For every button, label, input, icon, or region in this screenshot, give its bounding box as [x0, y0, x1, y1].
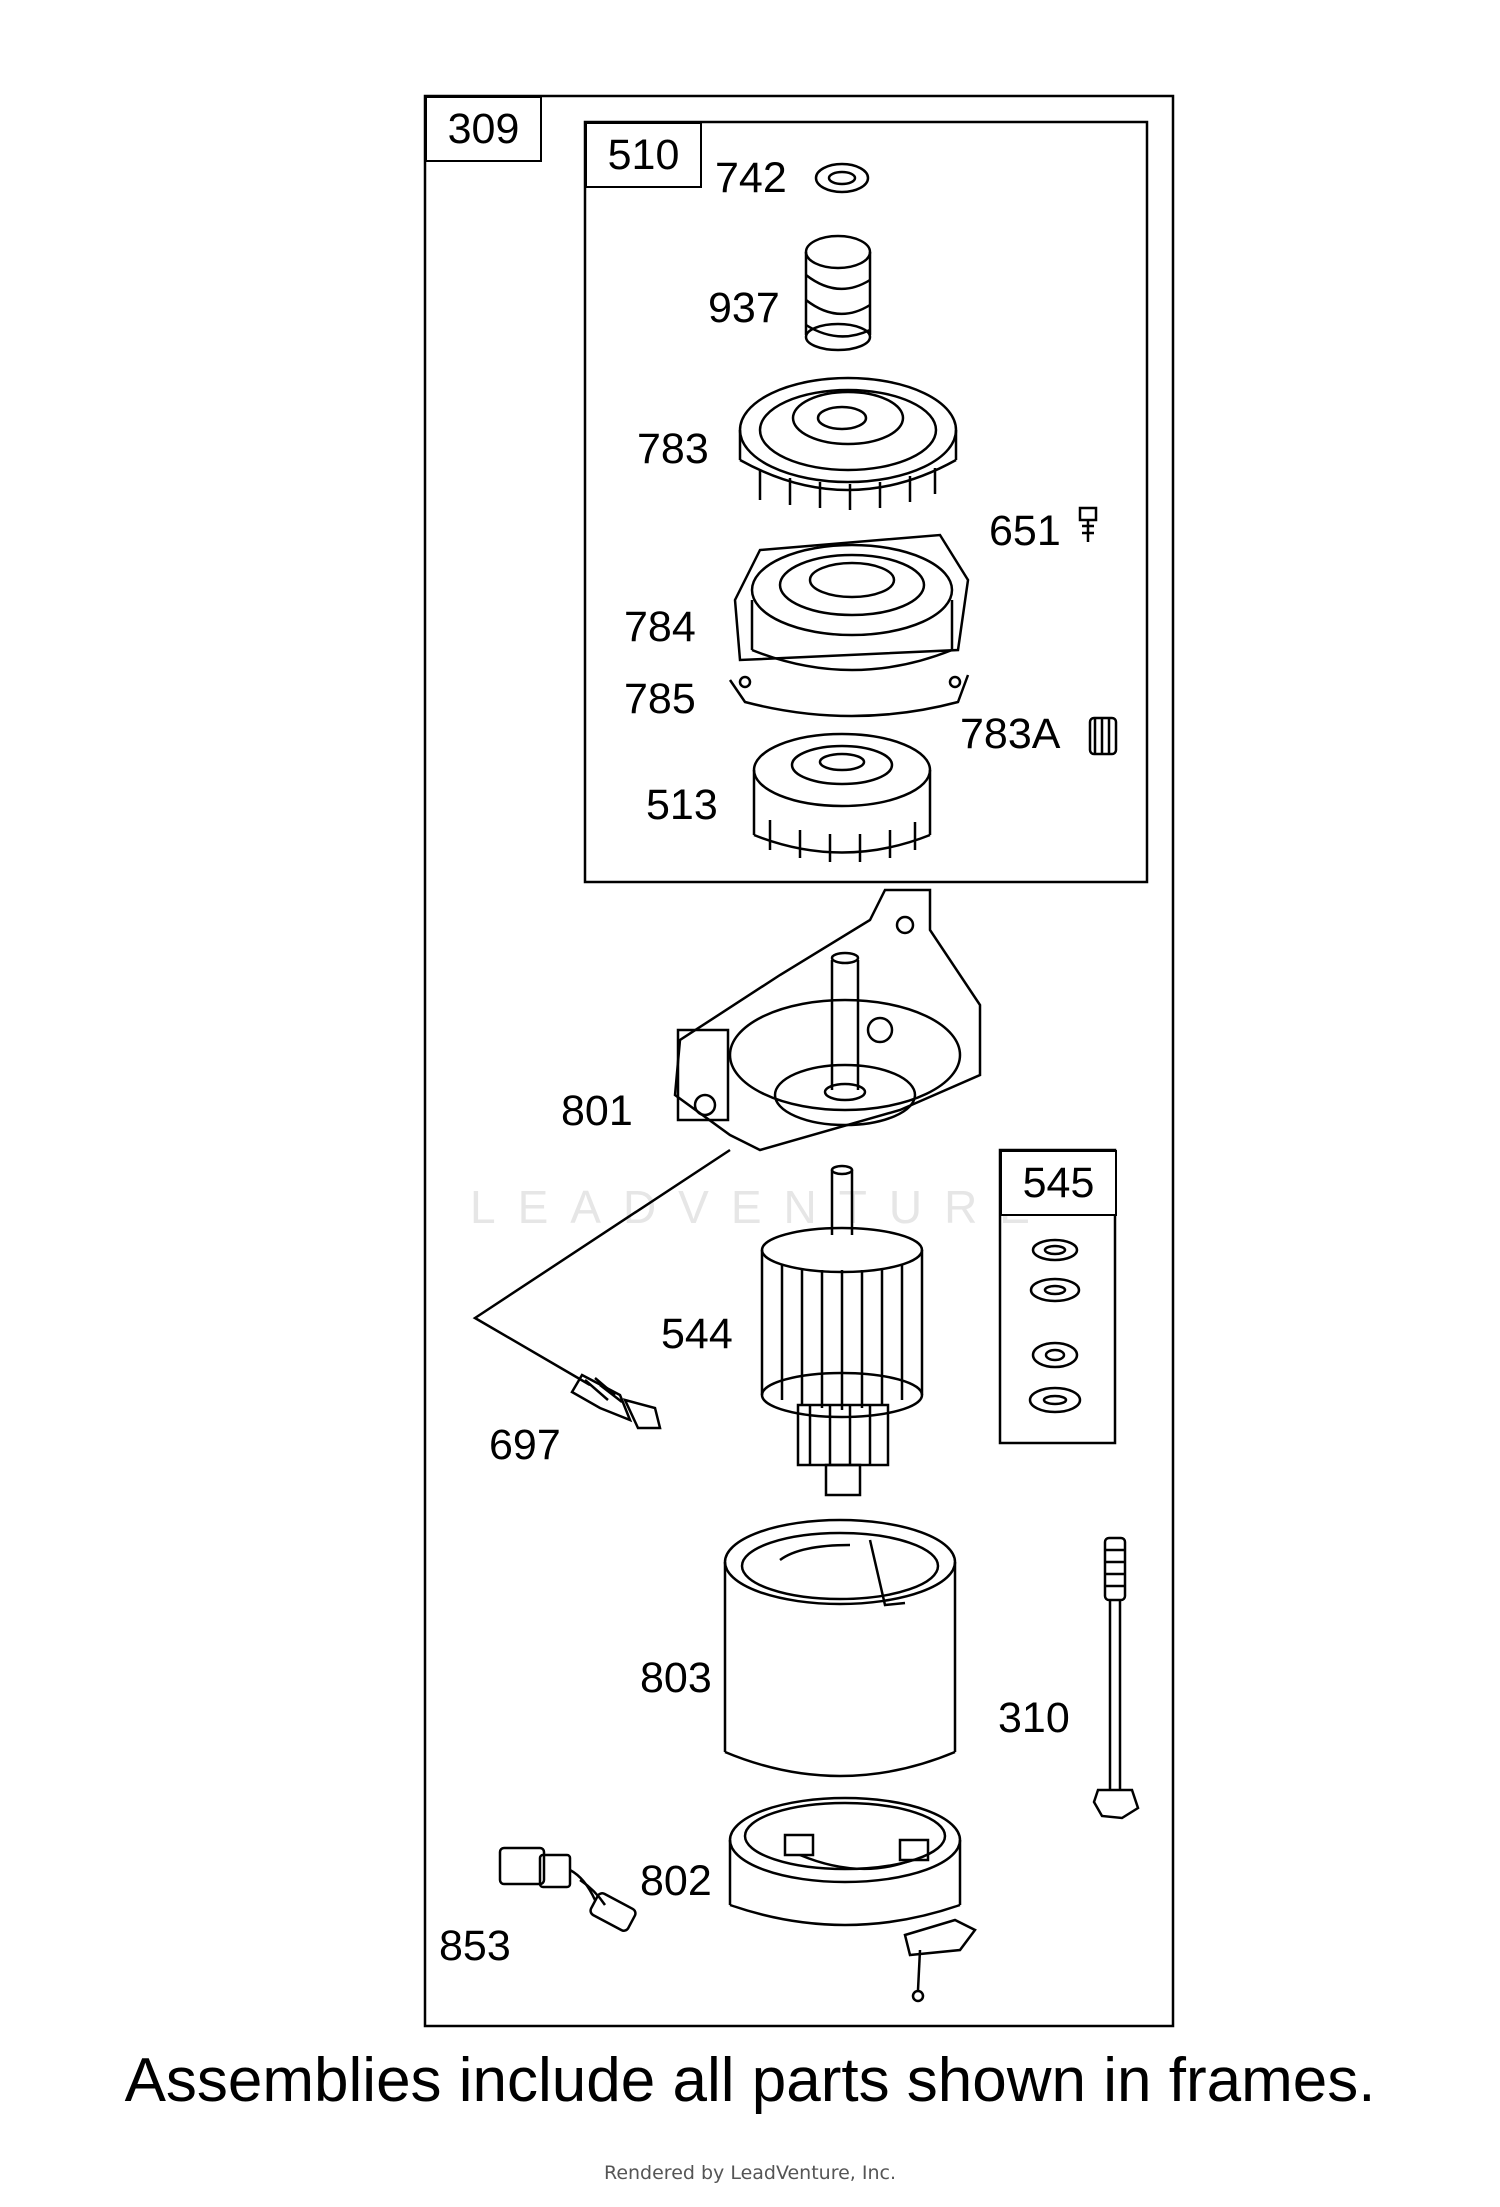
housing-803: [723, 1518, 957, 1778]
brush-holder-802: [728, 1796, 977, 2003]
part-label-801: 801: [561, 1087, 633, 1135]
end-cap-801: [673, 888, 982, 1152]
part-label-802: 802: [640, 1857, 712, 1905]
leader-lines-697: [472, 1148, 731, 1387]
part-label-937: 937: [708, 284, 780, 332]
watermark-text: LEADVENTURE: [470, 1181, 1052, 1233]
part-label-513: 513: [646, 781, 718, 829]
part-label-785: 785: [624, 675, 696, 723]
retaining-ring-742: [814, 162, 870, 194]
gasket-785: [728, 674, 970, 718]
part-label-783: 783: [637, 425, 709, 473]
gear-783: [738, 376, 958, 510]
frame-label-545: 545: [1000, 1150, 1117, 1216]
frame-label-510: 510: [585, 122, 702, 188]
diagram-caption: Assemblies include all parts shown in fr…: [124, 2046, 1376, 2115]
part-label-853: 853: [439, 1922, 511, 1970]
wire-connector-853: [498, 1846, 637, 1932]
part-label-310: 310: [998, 1694, 1070, 1742]
armature-544: [760, 1164, 924, 1497]
screw-651: [1078, 506, 1098, 542]
bolt-697: [570, 1373, 662, 1430]
cover-784: [733, 533, 970, 672]
part-label-651: 651: [989, 507, 1061, 555]
through-bolt-310: [1092, 1536, 1140, 1820]
frame-510-border: [583, 120, 1149, 884]
part-label-697: 697: [489, 1421, 561, 1469]
clutch-513: [752, 732, 932, 862]
part-label-742: 742: [715, 154, 787, 202]
helix-937: [804, 234, 872, 352]
frame-309-border: [423, 94, 1175, 2028]
washers-545: [1028, 1238, 1082, 1414]
credit-text: Rendered by LeadVenture, Inc.: [603, 2162, 897, 2184]
part-label-803: 803: [640, 1654, 712, 1702]
part-label-544: 544: [661, 1310, 733, 1358]
part-label-783a: 783A: [960, 710, 1061, 758]
frame-label-309: 309: [425, 96, 542, 162]
part-label-784: 784: [624, 603, 696, 651]
pinion-783a: [1088, 716, 1118, 756]
